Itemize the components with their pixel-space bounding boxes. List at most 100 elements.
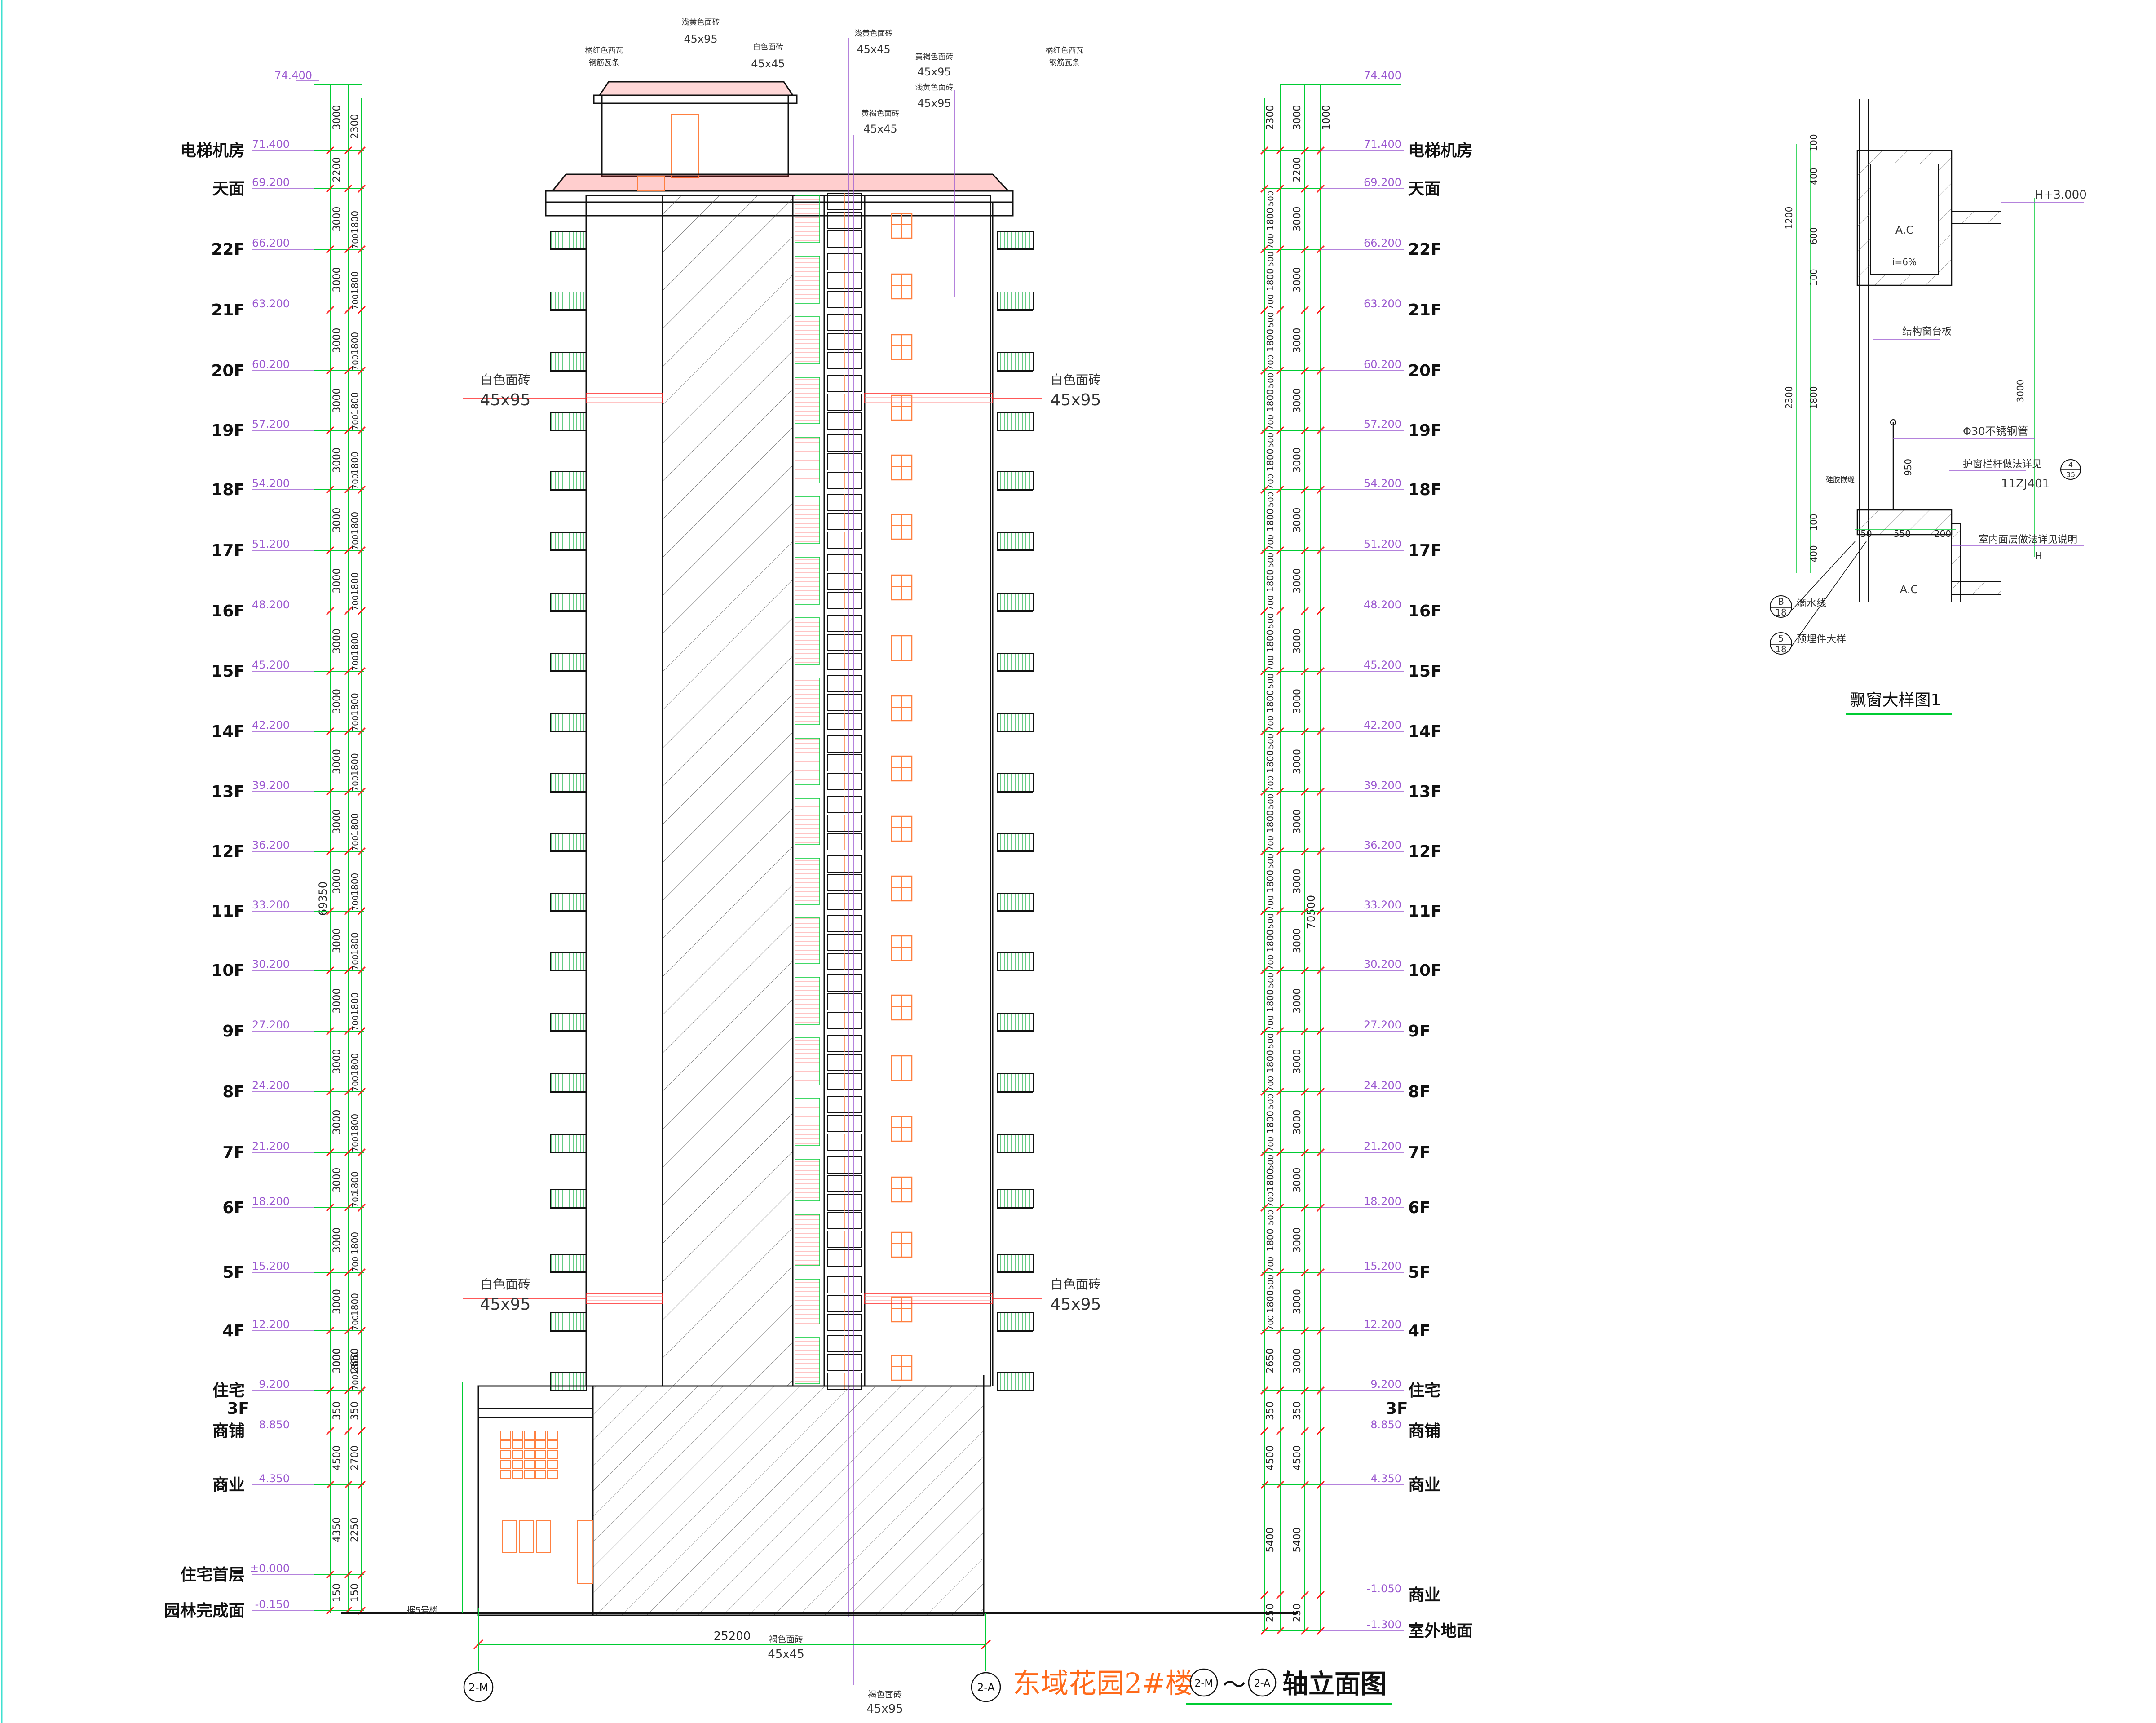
right-tick-mark-9-3 bbox=[1316, 667, 1325, 676]
left-dim-b-7: 1800 bbox=[349, 572, 360, 595]
left-floor-name-23: 商铺 bbox=[212, 1422, 245, 1440]
left-tick-mark-17-1 bbox=[344, 1148, 353, 1157]
left-floor-name-25: 住宅首层 bbox=[180, 1565, 245, 1584]
balcony-right-13 bbox=[997, 893, 1034, 912]
right-dim-b-6: 1800 bbox=[1265, 509, 1276, 532]
right-tick-mark-3-3 bbox=[1316, 306, 1325, 314]
shop-window-4-2 bbox=[524, 1470, 535, 1479]
left-dim-b-13: 1800 bbox=[349, 932, 360, 955]
tile-band-left-0 bbox=[586, 393, 663, 403]
detail-callout-a-bot: 35 bbox=[2066, 470, 2075, 479]
note-45x45-bottom: 45x45 bbox=[768, 1648, 804, 1661]
right-floor-name-5: 19F bbox=[1408, 421, 1442, 440]
balcony-left-9 bbox=[550, 653, 587, 672]
right-dim-b-16: 1800 bbox=[1265, 1111, 1276, 1134]
left-dim-c-11: 700 bbox=[351, 836, 360, 851]
right-dim-d-8: 700 bbox=[1266, 656, 1276, 671]
left-low-dim-b-0: 2650 bbox=[349, 1348, 361, 1373]
right-floor-elev-19: 15.200 bbox=[1364, 1260, 1401, 1272]
left-tick-mark-0-0 bbox=[326, 146, 335, 155]
orange-column-16 bbox=[795, 1037, 820, 1085]
detail-dim-left-7: 100 bbox=[1808, 514, 1819, 531]
right-dim-d-12: 700 bbox=[1266, 895, 1276, 911]
left-tick-mark-4-2 bbox=[357, 366, 366, 375]
left-floor-name-15: 9F bbox=[222, 1022, 245, 1041]
right-floor-elev-10: 42.200 bbox=[1364, 719, 1401, 731]
right-tick-mark-12-1 bbox=[1276, 847, 1285, 856]
width-dim-text: 25200 bbox=[714, 1630, 751, 1643]
note-45x95-3: 45x95 bbox=[917, 97, 951, 110]
orange-column-21 bbox=[795, 1337, 820, 1384]
right-tick-mark-25-0 bbox=[1260, 1590, 1269, 1599]
right-dim-d-3: 700 bbox=[1266, 355, 1276, 370]
orange-column-19 bbox=[795, 1214, 820, 1266]
balcony-right-4 bbox=[997, 352, 1034, 371]
right-tick-mark-15-1 bbox=[1276, 1027, 1285, 1036]
note-white-tile-l2: 白色面砖 bbox=[480, 1277, 530, 1292]
left-tick-mark-2-0 bbox=[326, 245, 335, 254]
right-dim-c-14: 500 bbox=[1266, 973, 1276, 988]
left-tick-mark-5-2 bbox=[357, 426, 366, 435]
building-elevation bbox=[341, 38, 1298, 1685]
right-floor-name-4: 20F bbox=[1408, 362, 1442, 380]
podium-hatched bbox=[592, 1385, 985, 1616]
right-tick-mark-4-3 bbox=[1316, 366, 1325, 375]
detail-ac2: A.C bbox=[1900, 583, 1918, 596]
detail-dim-left-3: 100 bbox=[1808, 269, 1819, 286]
right-floor-name-24: 商业 bbox=[1408, 1476, 1440, 1494]
title-axis-to: 2-A bbox=[1254, 1678, 1271, 1689]
detail-note-2: 护窗栏杆做法详见 bbox=[1963, 459, 2042, 470]
orange-column-5 bbox=[795, 377, 820, 424]
right-floor-elev-16: 24.200 bbox=[1364, 1079, 1401, 1092]
right-floor-elev-6: 54.200 bbox=[1364, 477, 1401, 490]
left-dim-b-18: 1800 bbox=[349, 1232, 360, 1255]
right-tick-mark-8-3 bbox=[1316, 607, 1325, 616]
left-tick-mark-10-0 bbox=[326, 727, 335, 736]
left-dim-c-14: 700 bbox=[351, 1015, 360, 1031]
right-tick-mark-26-1 bbox=[1276, 1626, 1285, 1635]
note-light-yellow-3: 浅黄色面砖 bbox=[915, 83, 954, 92]
left-floor-elev-5: 57.200 bbox=[252, 418, 290, 430]
left-dim-b-14: 1800 bbox=[349, 992, 360, 1015]
left-floor-elev-8: 48.200 bbox=[252, 598, 290, 611]
right-floor-name-14: 10F bbox=[1408, 961, 1442, 980]
detail-callout-b-top: B bbox=[1778, 596, 1784, 607]
left-dim-a-16: 3000 bbox=[331, 1110, 343, 1135]
right-dim-a-5: 3000 bbox=[1292, 447, 1303, 473]
right-tick-mark-6-0 bbox=[1260, 485, 1269, 494]
right-low-dim-b-3: 5400 bbox=[1265, 1528, 1276, 1553]
bottom-callouts: 褐色面砖 45x45 褐色面砖 45x95 据5号楼 bbox=[406, 1605, 903, 1716]
orange-column-15 bbox=[795, 977, 820, 1025]
left-low-dim-b-2: 2700 bbox=[349, 1445, 361, 1471]
left-tick-mark-14-1 bbox=[344, 966, 353, 975]
right-floor-name-6: 18F bbox=[1408, 481, 1442, 499]
left-dim-c-15: 700 bbox=[351, 1076, 360, 1091]
right-tick-mark-1-2 bbox=[1300, 184, 1309, 193]
left-low-dim-a-2: 4500 bbox=[331, 1445, 343, 1471]
left-floor-elev-23: 8.850 bbox=[259, 1418, 290, 1431]
balcony-left-19 bbox=[550, 1254, 587, 1273]
left-floor-elev-24: 4.350 bbox=[259, 1472, 290, 1485]
right-dim-top-3000: 3000 bbox=[1292, 105, 1303, 130]
note-white-tile-r2: 白色面砖 bbox=[1051, 1277, 1101, 1292]
right-tick-mark-5-0 bbox=[1260, 426, 1269, 435]
left-tick-mark-21-0 bbox=[326, 1386, 335, 1395]
left-floor-name-10: 14F bbox=[211, 722, 245, 741]
right-dim-b-14: 1800 bbox=[1265, 989, 1276, 1012]
left-dim-c-5: 700 bbox=[351, 474, 360, 489]
detail-dim-left-0: 100 bbox=[1808, 134, 1819, 151]
shop-window-3-1 bbox=[512, 1460, 523, 1469]
left-floor-elev-3: 63.200 bbox=[252, 297, 290, 310]
shop-window-0-0 bbox=[500, 1431, 511, 1440]
right-tick-mark-25-2 bbox=[1300, 1590, 1309, 1599]
right-low-dim-a-1: 350 bbox=[1292, 1401, 1303, 1420]
note-white-tile-r1: 白色面砖 bbox=[1051, 372, 1101, 387]
right-dim-c-2: 500 bbox=[1266, 252, 1276, 267]
right-dim-d-9: 700 bbox=[1266, 716, 1276, 731]
shop-window-1-1 bbox=[512, 1440, 523, 1449]
left-dim-c-10: 700 bbox=[351, 776, 360, 791]
left-floor-name-17: 7F bbox=[222, 1143, 245, 1162]
detail-dim-left-4: 1200 bbox=[1784, 207, 1794, 230]
right-low-dim-b-2: 4500 bbox=[1265, 1445, 1276, 1471]
